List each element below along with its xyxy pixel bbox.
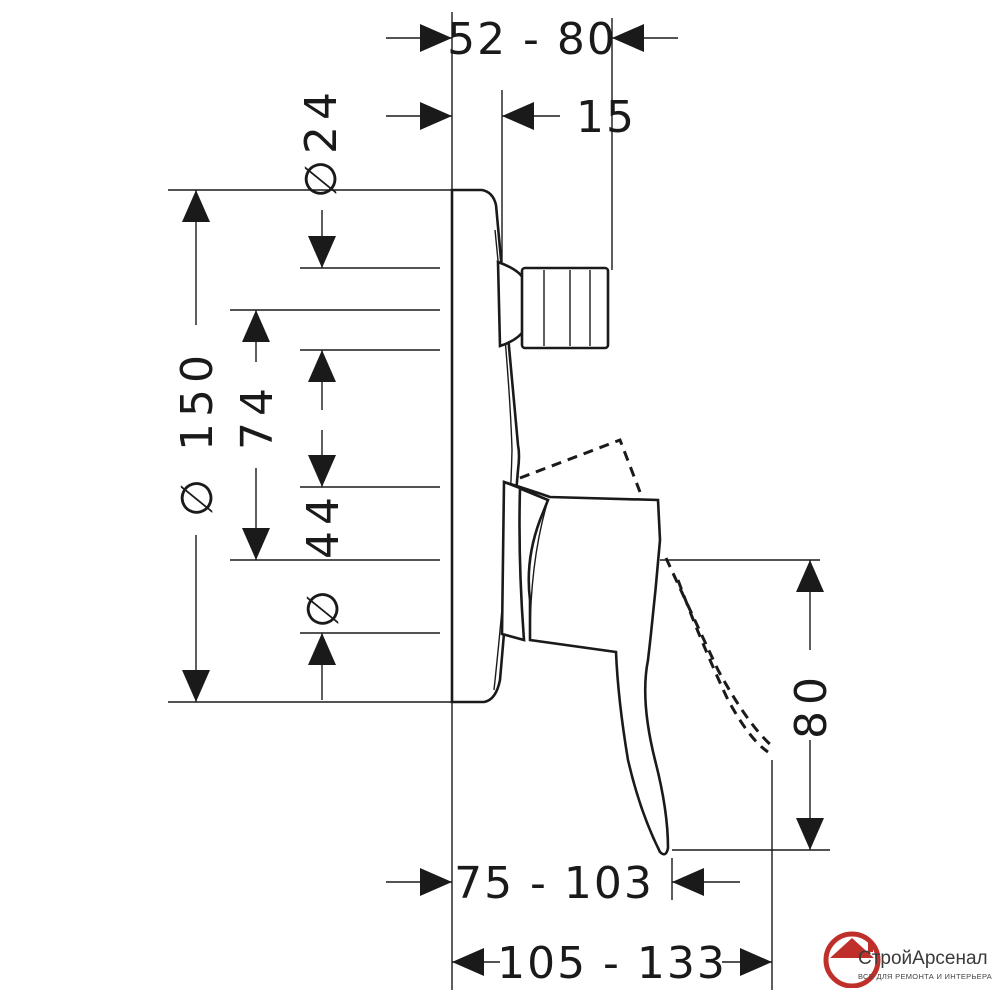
house-logo-icon <box>823 931 881 988</box>
dimension-diameter-24-label: 24 <box>296 86 347 154</box>
diverter-knob <box>496 260 610 350</box>
brand-logo: СтройАрсенал ВСЕ ДЛЯ РЕМОНТА И ИНТЕРЬЕРА <box>822 928 994 994</box>
dimension-span-44: 44 ∅ <box>298 430 349 700</box>
diameter-symbol-150: ∅ <box>172 477 223 517</box>
brand-tagline: ВСЕ ДЛЯ РЕМОНТА И ИНТЕРЬЕРА <box>858 972 993 981</box>
dimension-bottom-depth-1: 75 - 103 <box>386 858 740 909</box>
dimension-span-74-label: 74 <box>232 382 283 450</box>
dimension-top-depth: 52 - 80 <box>386 14 678 65</box>
diameter-symbol-24: ∅ <box>296 158 347 198</box>
dimension-diameter-24: 24 ∅ <box>296 86 347 410</box>
dimension-bottom-depth-1-label: 75 - 103 <box>454 858 654 909</box>
extension-lines <box>168 12 830 990</box>
diameter-symbol-44: ∅ <box>298 588 349 628</box>
dimension-bottom-depth-2: 105 - 133 <box>452 935 772 989</box>
dimension-span-44-label: 44 <box>298 491 349 559</box>
dimension-diameter-150: 150 ∅ <box>172 190 223 702</box>
dimension-handle-drop: 80 <box>786 560 837 850</box>
dimension-bottom-depth-2-label: 105 - 133 <box>497 938 727 989</box>
handle-range-outline <box>519 438 773 754</box>
brand-name: СтройАрсенал <box>858 948 988 969</box>
dimension-diameter-150-label: 150 <box>172 349 223 451</box>
dimension-span-74: 74 <box>232 310 283 560</box>
dimension-knob-offset-label: 15 <box>576 92 636 143</box>
dimension-knob-offset: 15 <box>386 92 636 143</box>
dimension-top-depth-label: 52 - 80 <box>447 14 617 65</box>
dimension-handle-drop-label: 80 <box>786 671 837 739</box>
lever-handle <box>500 480 670 856</box>
